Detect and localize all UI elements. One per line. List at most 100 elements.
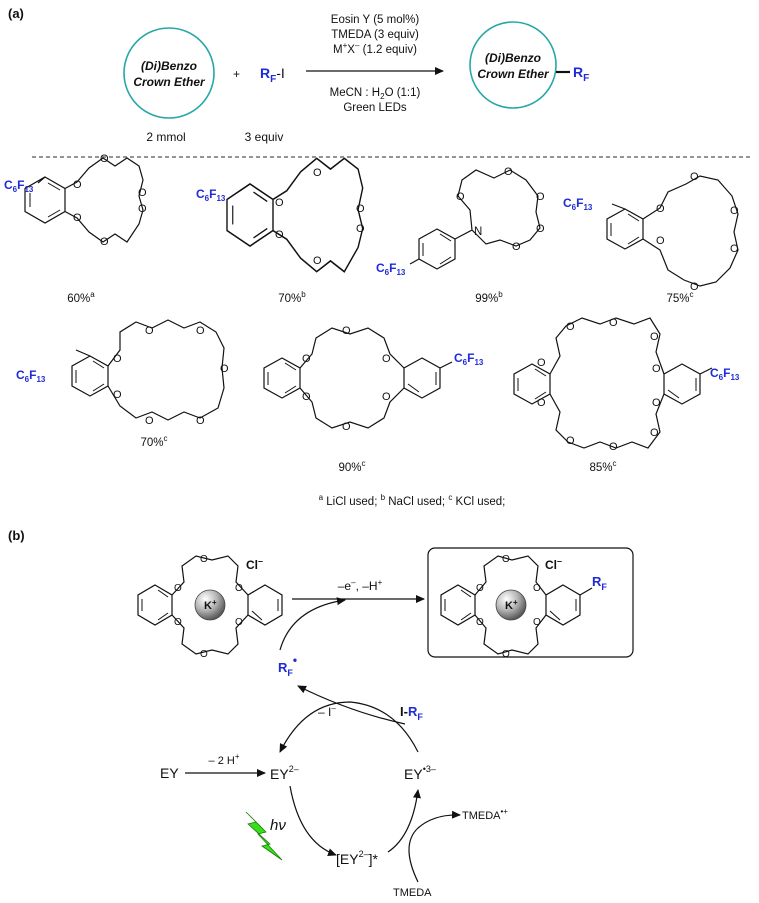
potassium-sphere-left (194, 589, 226, 621)
iodide-loss-arrow (297, 685, 406, 725)
potassium-sphere-right (495, 589, 527, 621)
svg-text:O: O (73, 212, 82, 224)
product-structure-4: C6F13 (563, 175, 739, 287)
tmeda: TMEDA (393, 887, 432, 899)
c6f13-label-7: C6F13 (710, 366, 740, 382)
reactant-circle-line2: Crown Ether (133, 75, 206, 89)
reactant-amount: 2 mmol (146, 130, 185, 144)
svg-text:O: O (656, 235, 665, 247)
svg-text:O: O (537, 397, 546, 409)
svg-text:O: O (382, 391, 391, 403)
svg-text:O: O (650, 427, 659, 439)
panel-a-label: (a) (8, 6, 24, 21)
svg-text:O: O (609, 441, 618, 453)
svg-text:O: O (100, 236, 109, 248)
product-structure-7: C6F13 (513, 317, 740, 449)
tmeda-radical-cation: TMEDA•+ (462, 807, 508, 822)
panel-b-label: (b) (8, 528, 25, 543)
yield-4: 75%c (666, 290, 693, 305)
svg-text:O: O (100, 153, 109, 165)
product-rf-b: RF (592, 574, 607, 592)
svg-text:O: O (730, 205, 739, 217)
svg-text:O: O (566, 435, 575, 447)
svg-text:O: O (536, 191, 545, 203)
svg-text:O: O (200, 554, 208, 565)
oxygen-labels-panel-b: OO OO OO OO OO OO (174, 554, 541, 660)
svg-text:O: O (174, 583, 182, 594)
svg-text:O: O (566, 321, 575, 333)
svg-text:O: O (200, 649, 208, 660)
svg-text:O: O (275, 197, 284, 209)
c6f13-label-4: C6F13 (563, 196, 593, 212)
svg-text:O: O (356, 203, 365, 215)
svg-text:O: O (502, 554, 510, 565)
svg-text:O: O (456, 191, 465, 203)
condition-salt: M+X– (1.2 equiv) (333, 41, 417, 56)
product-box (427, 547, 634, 658)
hv-label: hν (270, 817, 286, 834)
svg-text:O: O (533, 617, 541, 628)
svg-text:O: O (502, 649, 510, 660)
c6f13-label-6: C6F13 (454, 351, 484, 367)
svg-text:O: O (690, 171, 699, 183)
product-structure-5: C6F13 (16, 319, 225, 421)
svg-text:O: O (302, 391, 311, 403)
reactant-circle (123, 27, 215, 119)
oxidation-deprotonation-label: –e–, –H+ (338, 578, 383, 593)
svg-text:O: O (145, 325, 154, 337)
reagent-amount: 3 equiv (245, 130, 284, 144)
svg-text:O: O (537, 357, 546, 369)
lightning-bolt-icon (245, 811, 283, 861)
n-atom: N (474, 226, 482, 238)
condition-solvent: MeCN : H2O (1:1) (330, 87, 421, 101)
svg-text:O: O (356, 223, 365, 235)
svg-text:O: O (220, 363, 229, 375)
crown-k-complex-product: K+ Cl– RF (440, 555, 607, 655)
svg-text:O: O (113, 389, 122, 401)
svg-text:O: O (174, 617, 182, 628)
svg-text:O: O (652, 397, 661, 409)
svg-text:O: O (196, 325, 205, 337)
svg-text:O: O (512, 241, 521, 253)
reagent-formula: RF-I (260, 65, 285, 85)
tmeda-oxidation-arrow (408, 810, 461, 883)
c6f13-label-5: C6F13 (16, 368, 46, 384)
yield-1: 60%a (67, 290, 95, 305)
svg-text:O: O (342, 325, 351, 337)
svg-text:O: O (313, 167, 322, 179)
radical-addition-arrow (279, 597, 346, 651)
svg-text:O: O (609, 317, 618, 329)
product-rf: RF (573, 64, 589, 84)
svg-text:O: O (113, 353, 122, 365)
product-circle-line2: Crown Ether (477, 67, 550, 81)
cycle-arrow-excitation (289, 785, 337, 857)
yield-5: 70%c (140, 434, 167, 449)
chloride-left: Cl– (246, 556, 263, 572)
ey-trianion-radical: EY•3– (404, 764, 436, 782)
rf-radical: RF• (278, 653, 297, 678)
yield-2: 70%b (278, 290, 306, 305)
svg-text:O: O (145, 415, 154, 427)
condition-catalyst: Eosin Y (5 mol%) (331, 14, 420, 26)
condition-amine: TMEDA (3 equiv) (331, 29, 419, 41)
chloride-right: Cl– (545, 556, 562, 572)
svg-text:O: O (536, 223, 545, 235)
svg-text:O: O (275, 229, 284, 241)
svg-text:O: O (235, 583, 243, 594)
svg-text:O: O (476, 617, 484, 628)
svg-text:O: O (504, 166, 513, 178)
svg-text:O: O (302, 353, 311, 365)
cycle-arrow-reduction (279, 701, 419, 753)
potassium-ion-left: K+ (204, 598, 217, 612)
ey-dianion: EY2– (270, 764, 299, 782)
iodide-reagent: I-RF (400, 704, 423, 722)
product-structure-1: C6F13 (4, 157, 144, 243)
svg-text:O: O (313, 255, 322, 267)
product-structure-6: C6F13 (263, 327, 484, 429)
condition-light: Green LEDs (343, 102, 407, 114)
deprotonation-label: – 2 H+ (209, 752, 240, 767)
ey-excited: [EY2–]* (336, 849, 378, 867)
c6f13-label-2: C6F13 (196, 187, 226, 203)
eosin-y: EY (160, 765, 179, 781)
